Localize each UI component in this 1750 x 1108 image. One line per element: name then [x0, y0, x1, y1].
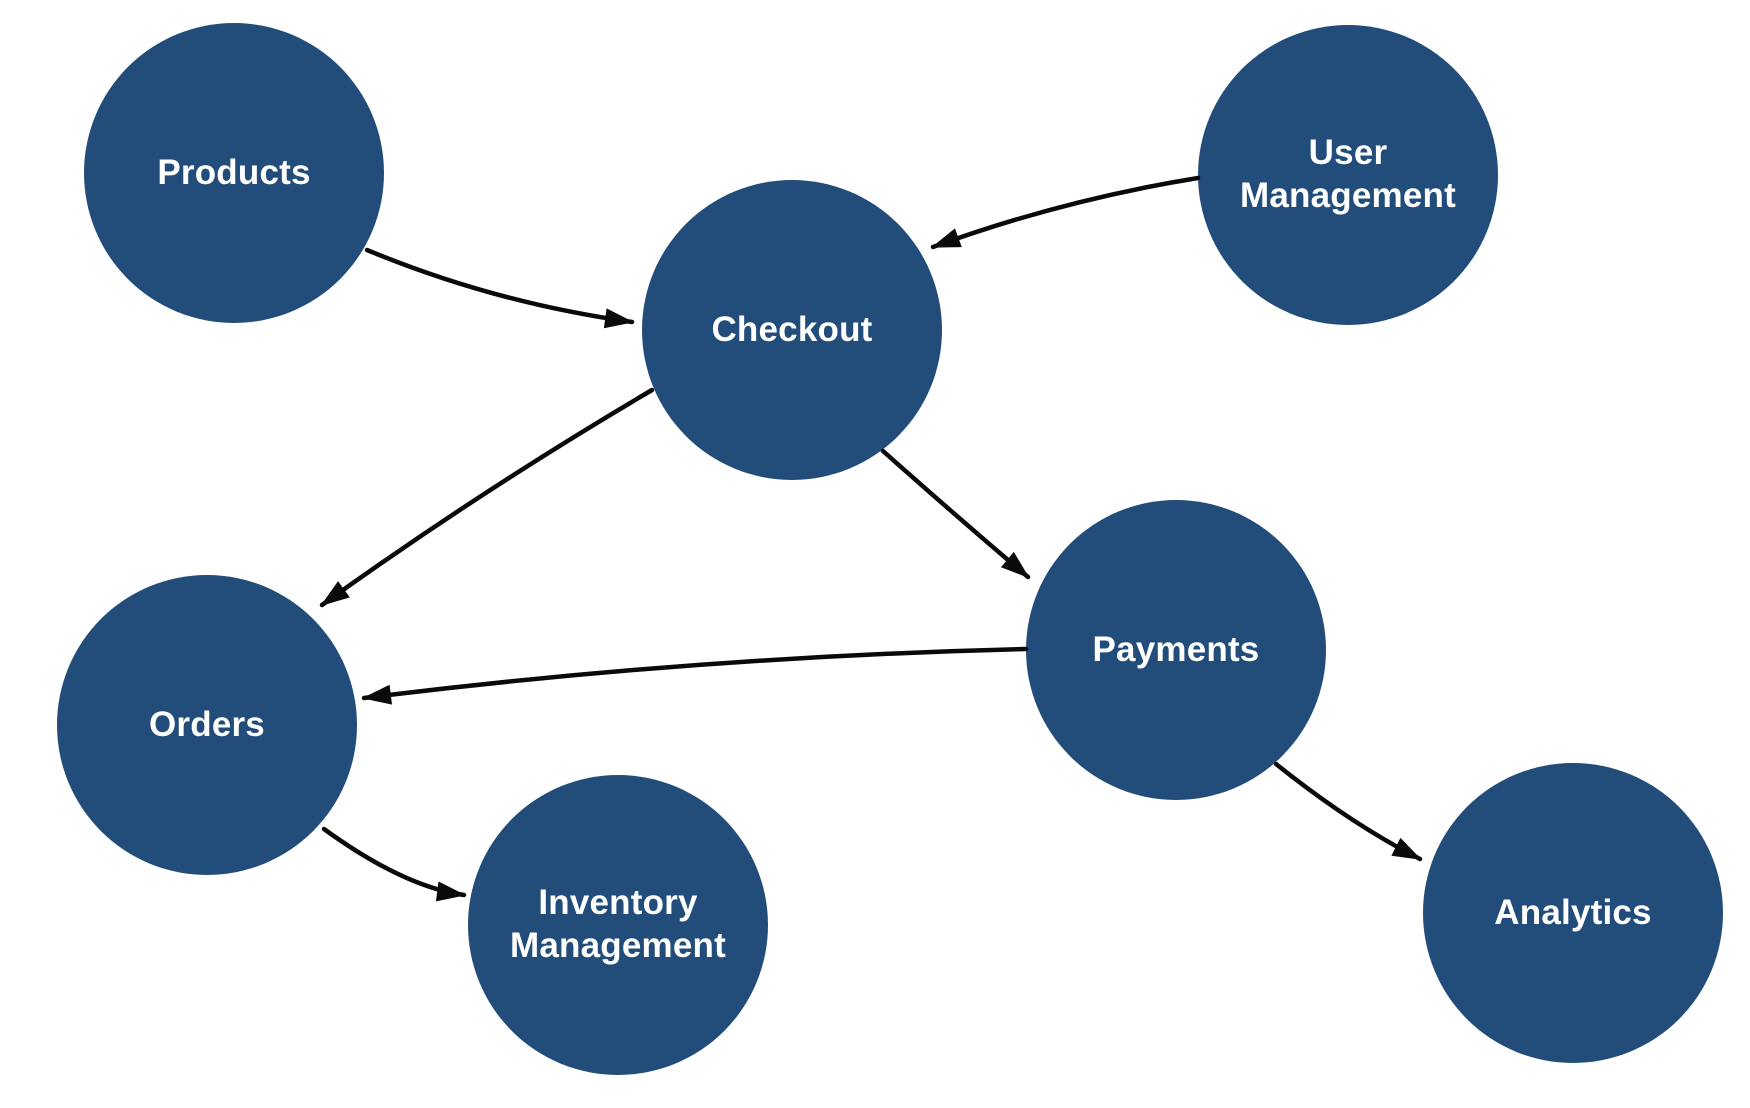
node-user-management-label: User Management [1240, 133, 1456, 215]
edge-payments-to-analytics [1273, 761, 1423, 862]
node-inventory-management: Inventory Management [468, 775, 768, 1075]
node-orders: Orders [57, 575, 357, 875]
node-orders-label: Orders [149, 704, 265, 744]
node-checkout: Checkout [642, 180, 942, 480]
edge-payments-to-orders [361, 646, 1029, 705]
node-checkout-label: Checkout [711, 309, 873, 349]
edge-user-management-to-checkout [930, 175, 1201, 250]
node-payments: Payments [1026, 500, 1326, 800]
node-payments-label: Payments [1092, 629, 1260, 669]
node-analytics-label: Analytics [1494, 892, 1652, 932]
edge-orders-to-inventory-management [321, 826, 467, 902]
node-products: Products [84, 23, 384, 323]
edge-products-to-checkout [364, 247, 635, 329]
edge-checkout-to-orders [319, 387, 655, 608]
node-products-label: Products [157, 152, 311, 192]
node-user-management: User Management [1198, 25, 1498, 325]
node-inventory-management-label: Inventory Management [510, 883, 726, 965]
edge-checkout-to-payments [880, 448, 1031, 580]
node-analytics: Analytics [1423, 763, 1723, 1063]
